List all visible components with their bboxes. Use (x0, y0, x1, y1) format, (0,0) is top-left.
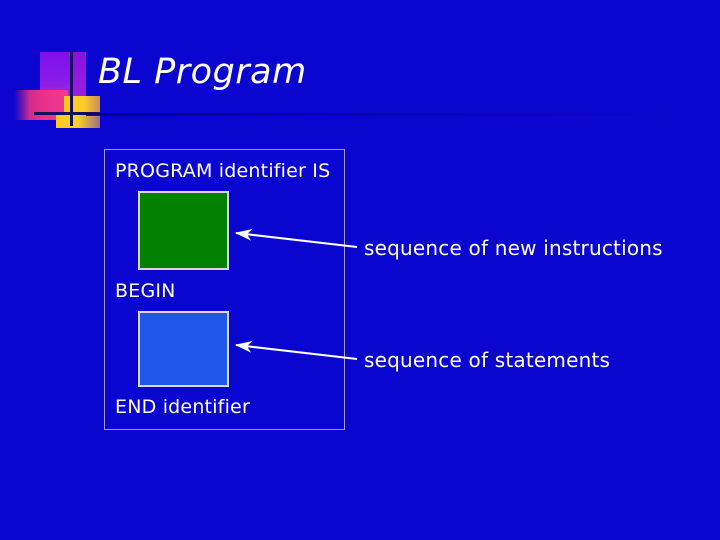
code-line-begin: BEGIN (115, 280, 176, 302)
logo-yellow-strip (56, 114, 100, 128)
page-title: BL Program (98, 52, 307, 92)
annotation-new-instructions: sequence of new instructions (364, 236, 663, 260)
program-structure-box: PROGRAM identifier IS BEGIN END identifi… (104, 149, 345, 430)
annotation-statements: sequence of statements (364, 348, 611, 372)
statements-block (138, 311, 229, 387)
logo-horizontal-rule (34, 112, 100, 115)
logo-pink-fade (14, 90, 30, 120)
code-line-end: END identifier (115, 396, 250, 418)
logo-purple-strip (74, 52, 86, 98)
code-line-program: PROGRAM identifier IS (115, 160, 331, 182)
title-divider (86, 113, 706, 116)
new-instructions-block (138, 191, 229, 270)
decorative-logo (14, 52, 100, 128)
logo-vertical-rule (70, 52, 73, 126)
